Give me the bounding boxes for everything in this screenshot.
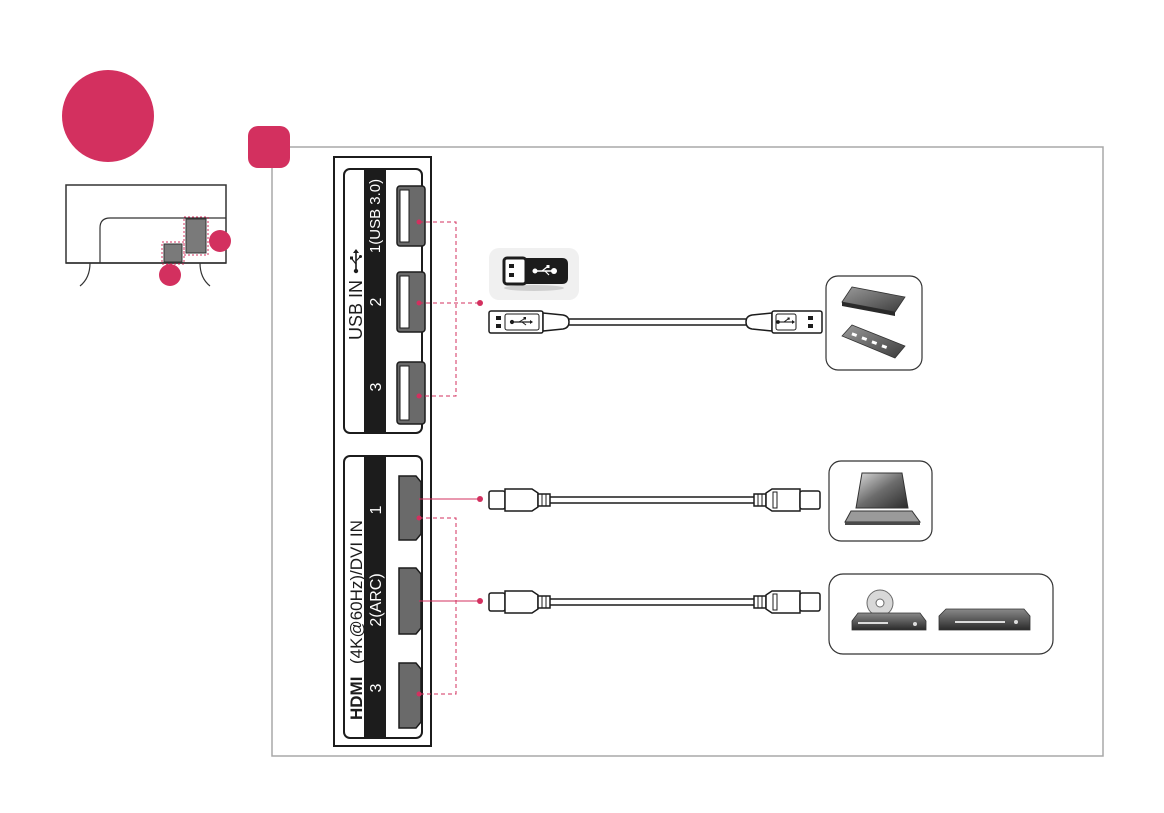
- usb-port-label-2: 2: [368, 297, 385, 306]
- hdmi-title: (4K@60Hz)/DVI IN: [347, 520, 366, 664]
- laptop-icon: [829, 461, 932, 541]
- hdmi-port-2[interactable]: [399, 568, 421, 634]
- thumb-marker-b: [159, 264, 181, 286]
- hdmi-cable-2: [489, 591, 820, 613]
- usb-cable: [489, 311, 822, 333]
- hdmi-cable-1: [489, 489, 820, 511]
- dvd-player-and-set-top-box-icon: [829, 574, 1053, 654]
- usb-flash-drive-icon: [489, 248, 579, 300]
- hdmi-port-label-2: 2(ARC): [368, 573, 385, 626]
- usb-title: USB IN: [346, 280, 366, 340]
- thumb-marker-a: [209, 230, 231, 252]
- frame-tab: [248, 126, 290, 168]
- step-badge: [62, 70, 154, 162]
- hdmi-port-group: 1 2(ARC) 3 HDMI (4K@60Hz)/DVI IN: [344, 456, 422, 738]
- hdmi-logo: HDMI: [347, 677, 366, 720]
- external-hdd-and-usb-hub-icon: [826, 276, 922, 370]
- usb-port-group: 1(USB 3.0) 2 3 USB IN: [344, 169, 425, 433]
- hdmi-port-label-1: 1: [368, 505, 385, 514]
- tv-rear-thumbnail: [66, 185, 231, 286]
- hdmi-port-1[interactable]: [399, 476, 421, 540]
- usb-port-label-1: 1(USB 3.0): [367, 179, 384, 253]
- usb-port-label-3: 3: [368, 382, 385, 391]
- hdmi-port-label-3: 3: [368, 683, 385, 692]
